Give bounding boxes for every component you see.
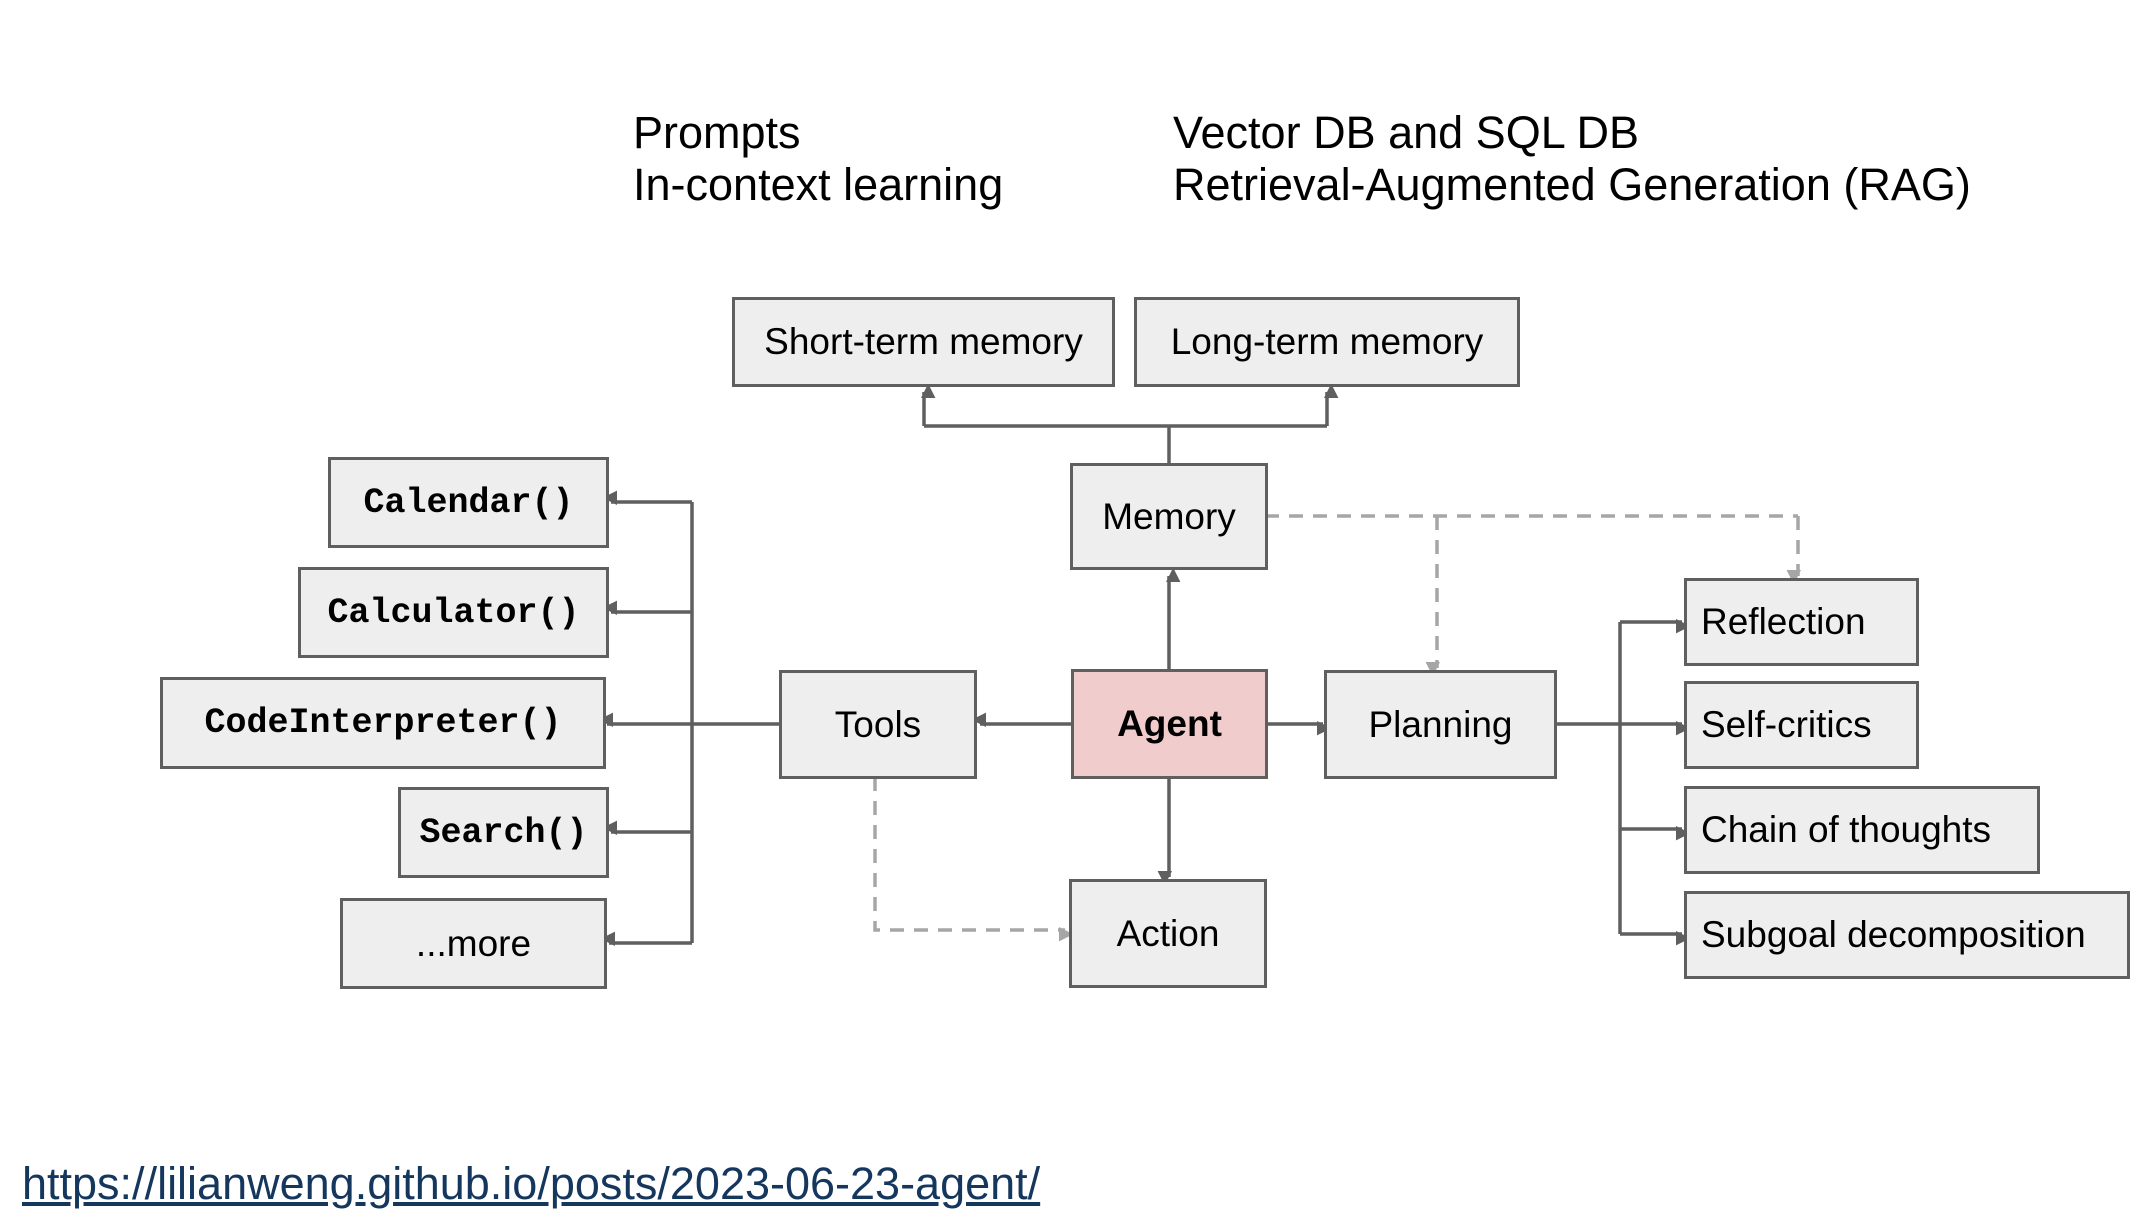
long-term-memory-box: Long-term memory bbox=[1134, 297, 1520, 387]
calculator-tool-box: Calculator() bbox=[298, 567, 609, 658]
planning-label: Planning bbox=[1368, 703, 1513, 745]
action-label: Action bbox=[1116, 912, 1220, 954]
memory-box: Memory bbox=[1070, 463, 1268, 570]
reflection-box: Reflection bbox=[1684, 578, 1919, 666]
subgoal-decomposition-box: Subgoal decomposition bbox=[1684, 891, 2130, 979]
planning-box: Planning bbox=[1324, 670, 1557, 779]
more-tools-box: ...more bbox=[340, 898, 607, 989]
short-term-memory-box: Short-term memory bbox=[732, 297, 1115, 387]
memory-label: Memory bbox=[1102, 495, 1236, 537]
chain-of-thoughts-label: Chain of thoughts bbox=[1701, 809, 1992, 850]
tools-label: Tools bbox=[834, 703, 922, 745]
code-interpreter-tool-label: CodeInterpreter() bbox=[204, 703, 562, 743]
more-tools-label: ...more bbox=[415, 922, 532, 964]
source-link[interactable]: https://lilianweng.github.io/posts/2023-… bbox=[22, 1158, 1041, 1209]
search-tool-label: Search() bbox=[419, 812, 588, 853]
self-critics-box: Self-critics bbox=[1684, 681, 1919, 769]
chain-of-thoughts-box: Chain of thoughts bbox=[1684, 786, 2040, 874]
self-critics-label: Self-critics bbox=[1701, 704, 1872, 745]
dashed-arrow-tools-to-action bbox=[873, 777, 1074, 942]
search-tool-box: Search() bbox=[398, 787, 609, 878]
short-term-memory-label: Short-term memory bbox=[764, 321, 1083, 362]
reflection-label: Reflection bbox=[1701, 601, 1866, 642]
prompts-caption-line1: Prompts bbox=[633, 107, 801, 158]
calendar-tool-label: Calendar() bbox=[363, 482, 574, 523]
database-caption-line1: Vector DB and SQL DB bbox=[1173, 107, 1640, 158]
calendar-tool-box: Calendar() bbox=[328, 457, 609, 548]
action-box: Action bbox=[1069, 879, 1267, 988]
code-interpreter-tool-box: CodeInterpreter() bbox=[160, 677, 606, 769]
database-caption-line2: Retrieval-Augmented Generation (RAG) bbox=[1173, 159, 1971, 210]
prompts-caption: Prompts In-context learning bbox=[633, 107, 1003, 211]
calculator-tool-label: Calculator() bbox=[327, 592, 580, 633]
agent-box: Agent bbox=[1071, 669, 1268, 779]
tools-box: Tools bbox=[779, 670, 977, 779]
database-caption: Vector DB and SQL DB Retrieval-Augmented… bbox=[1173, 107, 1971, 211]
prompts-caption-line2: In-context learning bbox=[633, 159, 1004, 210]
subgoal-decomposition-label: Subgoal decomposition bbox=[1701, 914, 2086, 955]
agent-label: Agent bbox=[1117, 703, 1222, 744]
long-term-memory-label: Long-term memory bbox=[1170, 321, 1484, 362]
